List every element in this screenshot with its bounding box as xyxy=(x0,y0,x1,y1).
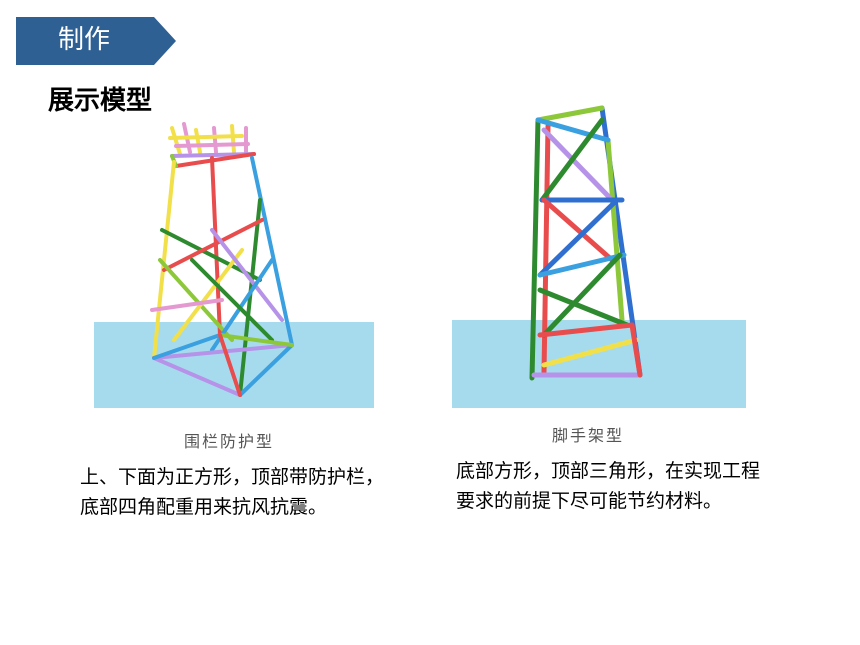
section-badge: 制作 xyxy=(16,17,176,65)
description-scaffold-model: 底部方形，顶部三角形，在实现工程要求的前提下尽可能节约材料。 xyxy=(456,460,761,512)
model-image-fence xyxy=(92,110,377,410)
caption-scaffold-model: 脚手架型 xyxy=(552,426,625,445)
description-fence-model: 上、下面为正方形，顶部带防护栏，底部四角配重用来抗风抗震。 xyxy=(80,466,385,518)
section-label: 制作 xyxy=(58,25,111,55)
badge-arrow-shape xyxy=(16,17,176,65)
water-plane xyxy=(452,320,746,408)
model-image-scaffold xyxy=(452,90,747,410)
scaffold-tower-illustration xyxy=(452,105,746,408)
fence-tower-illustration xyxy=(94,122,374,408)
page-subtitle: 展示模型 xyxy=(48,86,153,116)
caption-fence-model: 围栏防护型 xyxy=(184,432,275,451)
water-plane xyxy=(94,322,374,408)
